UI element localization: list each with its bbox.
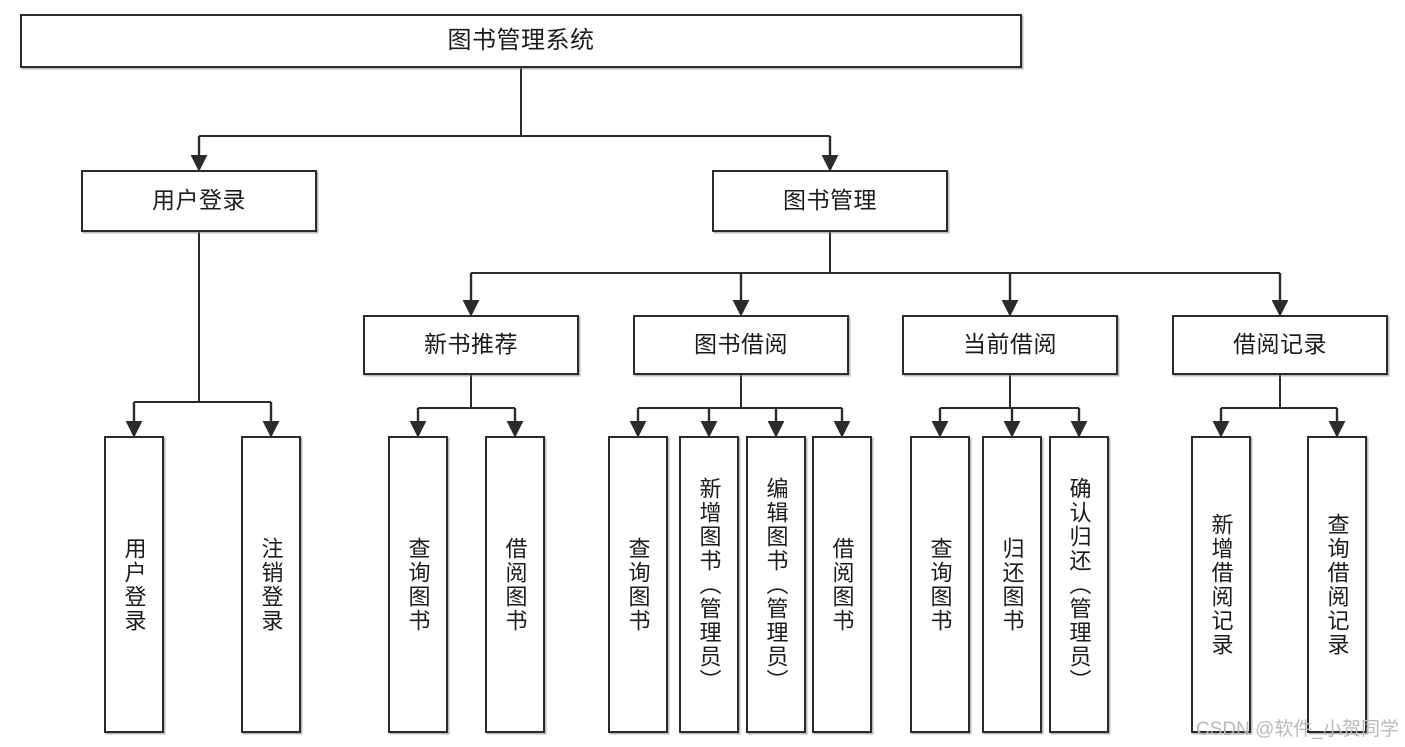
node-leaf-bor-lend[interactable]: 借阅图书	[812, 436, 872, 733]
node-label: 查询图书	[625, 536, 651, 633]
node-leaf-user-logout[interactable]: 注销登录	[241, 436, 301, 733]
node-leaf-bor-edit[interactable]: 编辑图书（管理员）	[746, 436, 806, 733]
node-label: 查询图书	[927, 536, 953, 633]
node-login[interactable]: 用户登录	[81, 170, 317, 232]
node-newbook[interactable]: 新书推荐	[363, 315, 579, 375]
node-label: 新增图书（管理员）	[696, 476, 722, 693]
node-label: 查询借阅记录	[1324, 512, 1350, 657]
node-leaf-cur-return[interactable]: 归还图书	[982, 436, 1042, 733]
node-borrow[interactable]: 图书借阅	[633, 315, 849, 375]
node-record[interactable]: 借阅记录	[1172, 315, 1388, 375]
node-leaf-rec-query[interactable]: 查询借阅记录	[1307, 436, 1367, 733]
node-label: 借阅图书	[502, 536, 528, 633]
node-label: 借阅图书	[829, 536, 855, 633]
node-label: 图书管理	[783, 187, 877, 214]
node-leaf-rec-add[interactable]: 新增借阅记录	[1191, 436, 1251, 733]
node-label: 用户登录	[152, 187, 246, 214]
node-label: 用户登录	[121, 536, 147, 633]
node-leaf-cur-query[interactable]: 查询图书	[910, 436, 970, 733]
node-label: 新书推荐	[424, 331, 518, 358]
node-leaf-new-query[interactable]: 查询图书	[388, 436, 448, 733]
node-label: 借阅记录	[1233, 331, 1327, 358]
node-label: 注销登录	[258, 536, 284, 633]
node-label: 新增借阅记录	[1208, 512, 1234, 657]
node-label: 当前借阅	[963, 331, 1057, 358]
node-label: 归还图书	[999, 536, 1025, 633]
node-label: 确认归还（管理员）	[1066, 476, 1092, 693]
node-label: 图书借阅	[694, 331, 788, 358]
node-leaf-user-login[interactable]: 用户登录	[104, 436, 164, 733]
csdn-watermark: CSDN @软件_小贺同学	[1196, 719, 1399, 740]
node-leaf-cur-confirm[interactable]: 确认归还（管理员）	[1049, 436, 1109, 733]
node-label: 编辑图书（管理员）	[763, 476, 789, 693]
node-root[interactable]: 图书管理系统	[20, 14, 1022, 68]
node-bookmgmt[interactable]: 图书管理	[712, 170, 948, 232]
node-label: 查询图书	[405, 536, 431, 633]
node-leaf-bor-query[interactable]: 查询图书	[608, 436, 668, 733]
node-leaf-bor-add[interactable]: 新增图书（管理员）	[679, 436, 739, 733]
node-label: 图书管理系统	[447, 26, 595, 54]
node-current[interactable]: 当前借阅	[902, 315, 1118, 375]
node-leaf-new-borrow[interactable]: 借阅图书	[485, 436, 545, 733]
